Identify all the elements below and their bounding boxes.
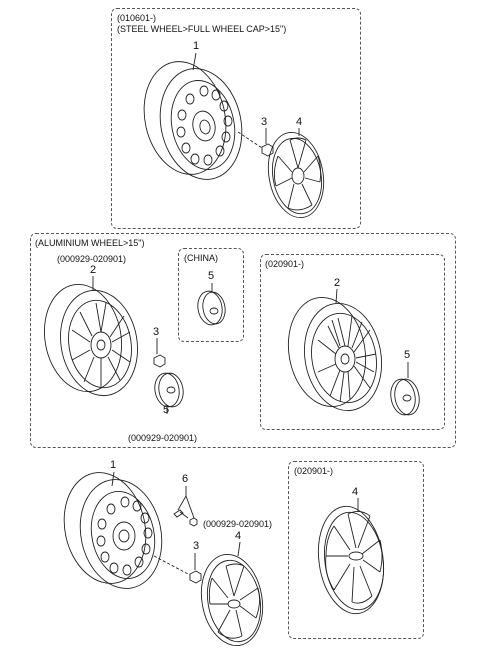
aluminium-020901-subsection xyxy=(260,254,445,430)
china-cap-callout: 5 xyxy=(208,270,215,282)
bottom-wheel-callout: 1 xyxy=(110,459,117,471)
steel-cap-callout: 4 xyxy=(296,116,303,128)
china-center-cap-5 xyxy=(197,283,226,326)
aluminium-left-cap-date-label: (000929-020901) xyxy=(128,433,198,443)
steel-full-wheel-cap-4 xyxy=(267,128,325,219)
aluminium-wheel-2-right xyxy=(287,288,383,412)
aluminium-left-nut-callout: 3 xyxy=(153,326,160,338)
aluminium-nut-3-left xyxy=(153,338,166,368)
steel-nut-3 xyxy=(237,128,274,157)
bottom-nut-callout: 3 xyxy=(193,540,200,552)
bottom-right-date-label: (020901-) xyxy=(294,466,334,476)
aluminium-left-date-label: (000929-020901) xyxy=(57,254,127,264)
aluminium-right-wheel-callout: 2 xyxy=(334,277,341,289)
bottom-cap-callout: 4 xyxy=(235,530,242,542)
bottom-cap-020901-subsection xyxy=(288,461,424,639)
aluminium-right-date-label: (020901-) xyxy=(265,259,305,269)
bottom-right-full-wheel-cap-4 xyxy=(317,498,385,615)
bottom-full-wheel-cap-4 xyxy=(200,541,264,647)
bottom-cap-date-label: (000929-020901) xyxy=(203,519,273,529)
aluminium-center-cap-5-right xyxy=(390,362,420,416)
bottom-bolt-callout: 6 xyxy=(182,473,189,485)
bottom-nut-3 xyxy=(153,553,202,584)
steel-wheel-section xyxy=(111,8,361,229)
bottom-right-cap-callout: 4 xyxy=(352,486,359,498)
china-subsection xyxy=(178,248,244,342)
bottom-steel-wheel-1 xyxy=(63,471,163,589)
steel-title-label: (STEEL WHEEL>FULL WHEEL CAP>15") xyxy=(117,24,287,34)
aluminium-center-cap-5-left xyxy=(154,372,184,414)
bottom-bolt-6 xyxy=(173,486,198,527)
aluminium-left-wheel-callout: 2 xyxy=(90,264,97,276)
steel-nut-callout: 3 xyxy=(261,116,268,128)
steel-wheel-callout: 1 xyxy=(193,40,200,52)
aluminium-left-cap-callout: 5 xyxy=(163,404,170,416)
steel-date-label: (010601-) xyxy=(117,13,157,23)
aluminium-title-label: (ALUMINIUM WHEEL>15") xyxy=(35,238,145,248)
aluminium-wheel-2-left xyxy=(43,276,138,397)
bottom-wheel-vent-holes xyxy=(96,496,153,576)
china-title-label: (CHINA) xyxy=(184,253,218,263)
aluminium-right-cap-callout: 5 xyxy=(404,349,411,361)
steel-wheel-1 xyxy=(143,52,243,180)
steel-wheel-vent-holes xyxy=(176,85,233,166)
aluminium-wheel-section xyxy=(30,233,456,448)
